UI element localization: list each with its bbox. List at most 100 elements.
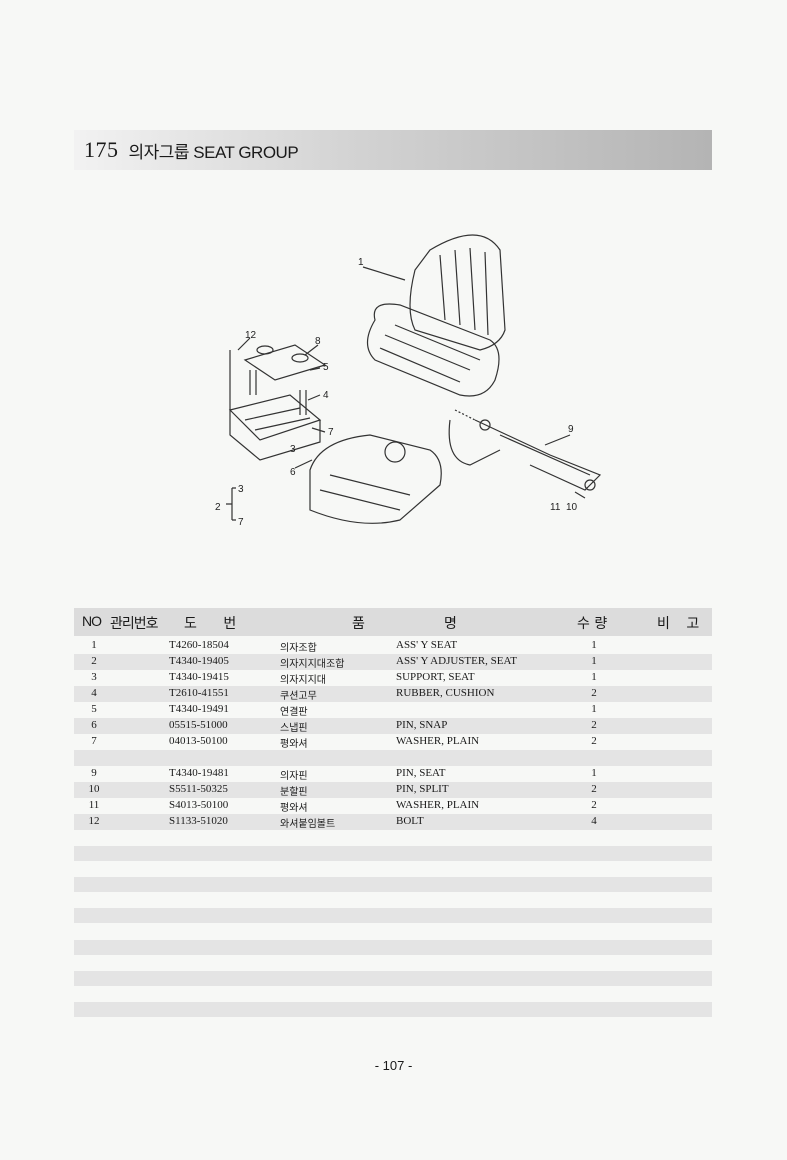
table-row: 9 T4340-19481 의자핀 PIN, SEAT 1 (74, 766, 712, 782)
callout-10: 10 (566, 502, 578, 513)
empty-table-row (74, 1002, 712, 1017)
row-no: 7 (91, 735, 97, 747)
header-drawing: 도 번 (184, 616, 237, 632)
row-name-en: RUBBER, CUSHION (396, 687, 495, 699)
row-qty: 2 (591, 719, 597, 731)
row-part-number: T4340-19415 (169, 671, 229, 683)
callout-4: 4 (323, 390, 329, 401)
table-row: 12 S1133-51020 와셔붙임볼트 BOLT 4 (74, 814, 712, 830)
header-name-right: 명 (444, 616, 457, 632)
empty-table-row (74, 940, 712, 955)
row-no: 4 (91, 687, 97, 699)
callout-11: 11 (550, 502, 561, 513)
row-name-kr: 쿠션고무 (280, 691, 317, 702)
table-row: 7 04013-50100 평와셔 WASHER, PLAIN 2 (74, 734, 712, 750)
table-row: 11 S4013-50100 평와셔 WASHER, PLAIN 2 (74, 798, 712, 814)
row-part-number: S4013-50100 (169, 799, 229, 811)
table-row: 10 S5511-50325 분할핀 PIN, SPLIT 2 (74, 782, 712, 798)
callout-9: 9 (568, 424, 574, 435)
row-part-number: T4340-19481 (169, 767, 229, 779)
header-qty: 수 량 (577, 616, 608, 632)
header-name-left: 품 (352, 616, 365, 632)
empty-table-row (74, 908, 712, 923)
callout-2: 2 (215, 502, 221, 513)
table-row: 6 05515-51000 스냅핀 PIN, SNAP 2 (74, 718, 712, 734)
row-name-kr: 의자핀 (280, 771, 308, 782)
row-no: 5 (91, 703, 97, 715)
row-no: 3 (91, 671, 97, 683)
row-qty: 1 (591, 703, 597, 715)
row-qty: 2 (591, 735, 597, 747)
row-name-kr: 의자지지대조합 (280, 659, 345, 670)
section-title-bar: 175 의자그룹 SEAT GROUP (74, 130, 712, 170)
row-name-en: PIN, SPLIT (396, 783, 449, 795)
row-name-en: WASHER, PLAIN (396, 735, 480, 747)
callout-5: 5 (323, 362, 329, 373)
row-part-number: T2610-41551 (169, 687, 229, 699)
table-row: 4 T2610-41551 쿠션고무 RUBBER, CUSHION 2 (74, 686, 712, 702)
row-name-kr: 평와셔 (280, 803, 308, 814)
row-name-kr: 분할핀 (280, 787, 308, 798)
row-qty: 2 (591, 687, 597, 699)
callout-6: 6 (290, 467, 296, 478)
row-part-number: S5511-50325 (169, 783, 228, 795)
row-no: 9 (91, 767, 97, 779)
row-name-kr: 연결판 (280, 707, 308, 718)
row-name-kr: 스냅핀 (280, 723, 308, 734)
row-name-en: WASHER, PLAIN (396, 799, 480, 811)
row-name-en: SUPPORT, SEAT (396, 671, 475, 683)
table-row: 1 T4260-18504 의자조합 ASS' Y SEAT 1 (74, 638, 712, 654)
row-qty: 2 (591, 799, 597, 811)
empty-table-row (74, 846, 712, 861)
row-no: 12 (88, 815, 100, 827)
page-number: - 107 - (374, 1058, 413, 1073)
callout-3: 3 (290, 444, 296, 455)
row-part-number: T4340-19491 (169, 703, 229, 715)
row-part-number: T4340-19405 (169, 655, 229, 667)
row-no: 1 (91, 639, 97, 651)
row-name-kr: 평와셔 (280, 739, 308, 750)
table-row: 5 T4340-19491 연결판 1 (74, 702, 712, 718)
section-title: 의자그룹 SEAT GROUP (128, 142, 299, 162)
parts-table-body: 1 T4260-18504 의자조합 ASS' Y SEAT 1 2 T4340… (74, 638, 712, 830)
row-part-number: 04013-50100 (169, 735, 228, 747)
row-qty: 1 (591, 639, 597, 651)
row-name-en: PIN, SNAP (396, 719, 448, 731)
empty-table-row (74, 877, 712, 892)
row-no: 6 (91, 719, 97, 731)
row-qty: 1 (591, 767, 597, 779)
callout-8: 8 (315, 336, 321, 347)
section-number: 175 (84, 137, 119, 162)
parts-table-header: NO 관리번호 도 번 품 명 수 량 비 고 (74, 608, 712, 636)
table-row: 3 T4340-19415 의자지지대 SUPPORT, SEAT 1 (74, 670, 712, 686)
row-name-kr: 의자지지대 (280, 675, 326, 686)
header-no: NO (82, 613, 102, 629)
table-row: 2 T4340-19405 의자지지대조합 ASS' Y ADJUSTER, S… (74, 654, 712, 670)
seat-group-exploded-diagram: 1 12 8 5 4 7 9 3 6 2 3 7 11 10 (215, 234, 602, 528)
row-no: 10 (88, 783, 100, 795)
row-part-number: T4260-18504 (169, 639, 229, 651)
row-name-kr: 의자조합 (280, 643, 317, 654)
row-qty: 4 (591, 815, 597, 827)
row-name-en: ASS' Y ADJUSTER, SEAT (396, 655, 517, 667)
row-name-en: ASS' Y SEAT (396, 639, 458, 651)
row-no: 2 (91, 655, 97, 667)
row-qty: 2 (591, 783, 597, 795)
seat-cushion-shape (366, 303, 500, 397)
row-qty: 1 (591, 671, 597, 683)
tractor-fender-shape (309, 434, 442, 524)
row-name-en: BOLT (396, 815, 424, 827)
header-remark: 비 고 (657, 616, 700, 632)
row-part-number: S1133-51020 (169, 815, 228, 827)
row-name-kr: 와셔붙임볼트 (280, 819, 336, 830)
empty-table-row (74, 971, 712, 986)
table-row (74, 750, 712, 766)
callout-3-sub: 3 (238, 484, 244, 495)
row-part-number: 05515-51000 (169, 719, 228, 731)
callout-7-sub: 7 (238, 517, 244, 528)
row-qty: 1 (591, 655, 597, 667)
callout-12: 12 (245, 330, 257, 341)
seat-backrest-shape (409, 234, 506, 351)
row-name-en: PIN, SEAT (396, 767, 446, 779)
callout-7: 7 (328, 427, 334, 438)
